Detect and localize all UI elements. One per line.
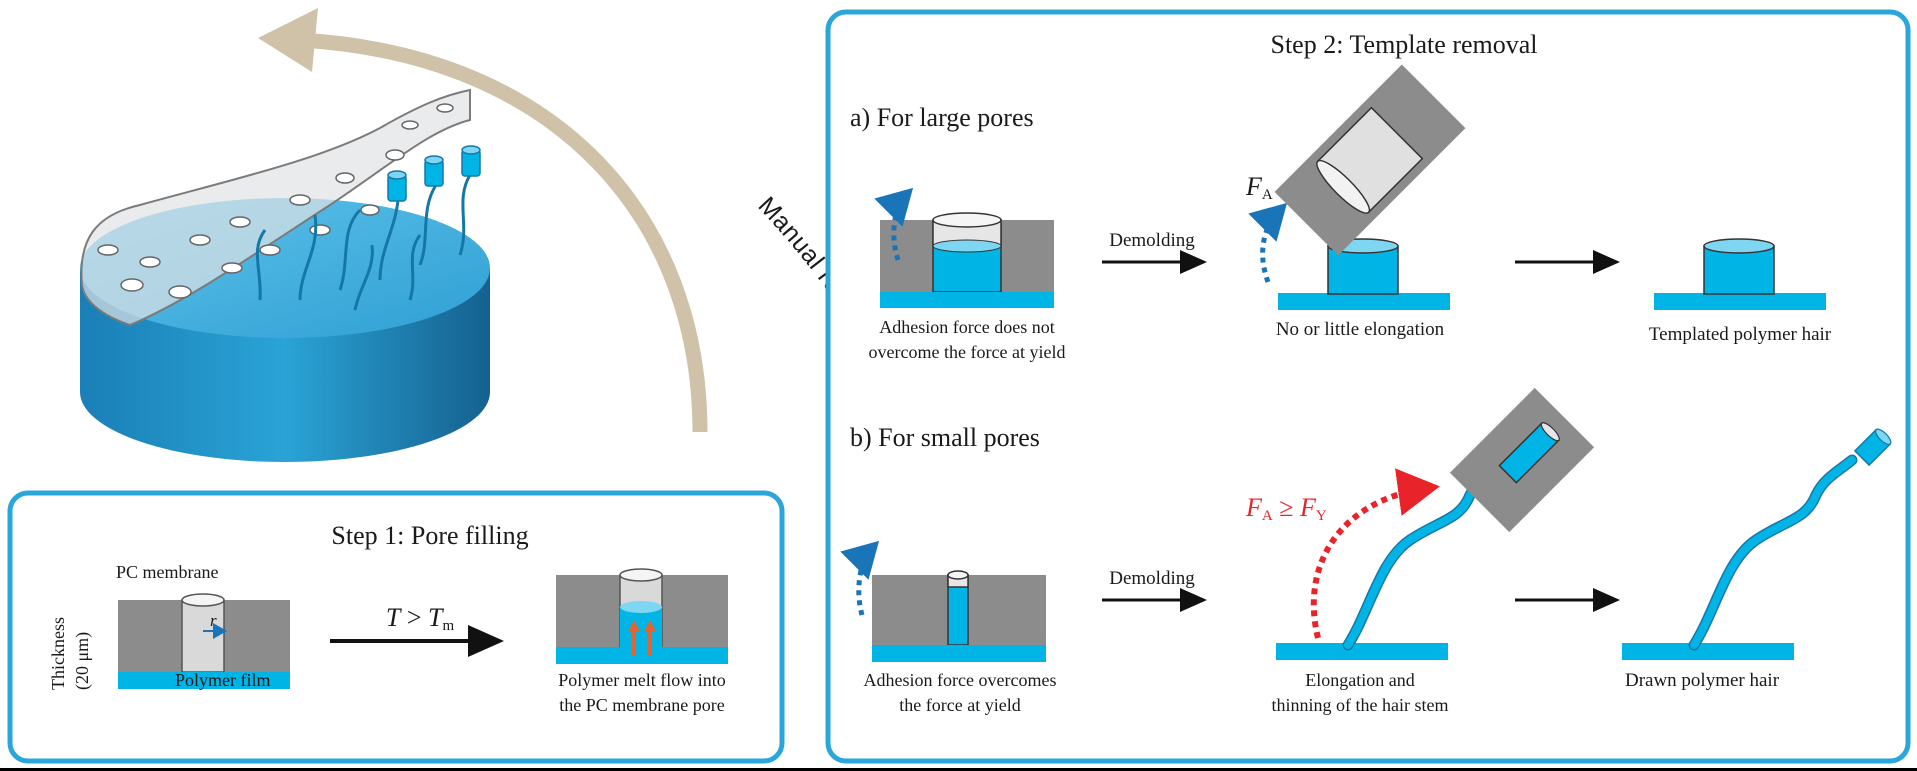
step2-panel: Step 2: Template removal a) For large po…	[825, 9, 1911, 764]
large-caption3: Templated polymer hair	[1649, 324, 1832, 345]
small-caption2-line1: Elongation and	[1305, 670, 1414, 690]
small-force-relation: FA ≥ FY	[1245, 493, 1327, 524]
step1-frame	[7, 490, 785, 764]
large-template-lift-arrow	[1248, 202, 1288, 283]
small-caption3: Drawn polymer hair	[1625, 670, 1780, 691]
large-caption2: No or little elongation	[1276, 319, 1445, 340]
radius-label: r	[210, 611, 217, 630]
large-pore-mold	[874, 187, 1054, 308]
large-demolded-hair	[1248, 64, 1466, 310]
polymer-film-layer	[118, 672, 290, 689]
removed-template-block	[1274, 64, 1466, 256]
thickness-label-line2: (20 μm)	[72, 632, 93, 690]
curved-removal-arrow	[299, 32, 708, 433]
temperature-condition: T > Tm	[386, 603, 455, 634]
small-demolding-label: Demolding	[1109, 568, 1195, 589]
disc-hairs	[255, 174, 472, 311]
small-caption2-line2: thinning of the hair stem	[1272, 695, 1449, 715]
step1-panel: Step 1: Pore filling Thickness (20 μm) P…	[7, 490, 785, 764]
step2-frame	[825, 9, 1911, 764]
large-pore-lift-arrow	[874, 187, 914, 261]
small-removed-template-block	[1449, 387, 1595, 533]
large-demolding-label: Demolding	[1109, 230, 1195, 251]
step1-title: Step 1: Pore filling	[331, 521, 528, 550]
disc-hair-tips	[387, 145, 481, 202]
pc-membrane-diagram: r Polymer film	[118, 593, 290, 690]
peeled-template	[80, 88, 471, 327]
small-red-lift-arrow	[1310, 468, 1440, 639]
templated-hair	[1654, 238, 1826, 310]
small-pore-mold	[840, 540, 1046, 662]
step2-title: Step 2: Template removal	[1270, 30, 1537, 59]
template-pore-holes	[97, 103, 454, 299]
step1-result-line1: Polymer melt flow into	[558, 670, 725, 690]
large-caption1-line1: Adhesion force does not	[879, 317, 1054, 337]
pc-membrane-label: PC membrane	[116, 562, 218, 582]
large-caption1-line2: overcome the force at yield	[869, 342, 1066, 362]
large-pores-heading: a) For large pores	[850, 103, 1034, 132]
filled-pore-diagram	[556, 568, 728, 664]
polymer-film-label: Polymer film	[175, 670, 271, 690]
small-caption1-line2: the force at yield	[899, 695, 1020, 715]
small-caption1-line1: Adhesion force overcomes	[864, 670, 1057, 690]
bottom-rule	[0, 768, 1917, 771]
drawn-hair	[1622, 428, 1892, 660]
elongating-hair	[1276, 387, 1595, 660]
curved-arrow-head	[258, 8, 318, 72]
step1-result-line2: the PC membrane pore	[559, 695, 724, 715]
thickness-label-line1: Thickness	[48, 617, 68, 690]
small-pores-heading: b) For small pores	[850, 423, 1040, 452]
